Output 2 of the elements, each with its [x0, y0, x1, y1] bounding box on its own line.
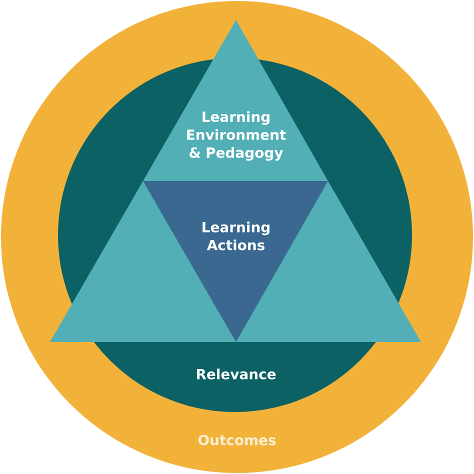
top-triangle: Learning Environment & Pedagogy — [143, 20, 328, 181]
center-triangle: Learning Actions — [143, 181, 328, 342]
